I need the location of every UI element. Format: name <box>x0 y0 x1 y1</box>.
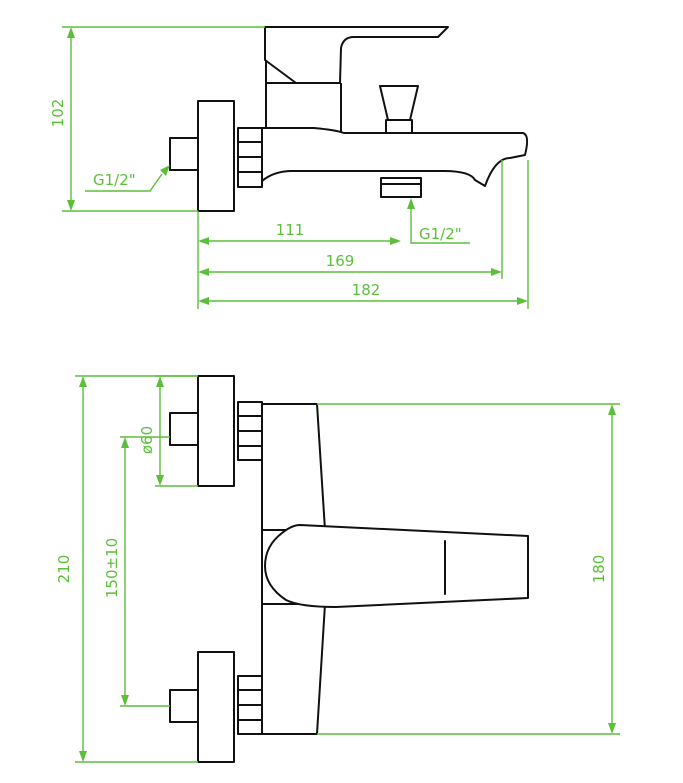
inlet-thread-label: G1/2" <box>93 171 136 189</box>
inlet-pipe <box>169 137 199 171</box>
diverter-stem <box>385 119 413 134</box>
wall-flange <box>197 100 235 212</box>
bottom-pipe <box>169 689 199 723</box>
shower-outlet <box>380 177 422 198</box>
body-spout <box>261 127 529 187</box>
bottom-flange <box>197 651 235 763</box>
dim-flange-diameter-label: ø60 <box>138 426 156 454</box>
outlet-thread-label: G1/2" <box>419 225 462 243</box>
dim-body-height-label: 180 <box>590 555 608 584</box>
dim-center-spacing-label: 150±10 <box>103 538 121 598</box>
dim-total-height-label: 210 <box>55 555 73 584</box>
dim-outlet-label: 111 <box>276 221 305 239</box>
front-lever <box>264 524 529 608</box>
top-flange <box>197 375 235 487</box>
valve-neck <box>265 60 342 133</box>
diverter-knob <box>379 85 419 121</box>
top-pipe <box>169 412 199 446</box>
side-view: 102 G1/2" G1/2" 111 169 182 <box>49 26 529 309</box>
dim-height-label: 102 <box>49 99 67 128</box>
lever-handle <box>264 26 449 84</box>
dim-total-label: 182 <box>352 281 381 299</box>
front-view: 210 ø60 150±10 180 <box>55 375 620 763</box>
dim-spout-label: 169 <box>326 252 355 270</box>
